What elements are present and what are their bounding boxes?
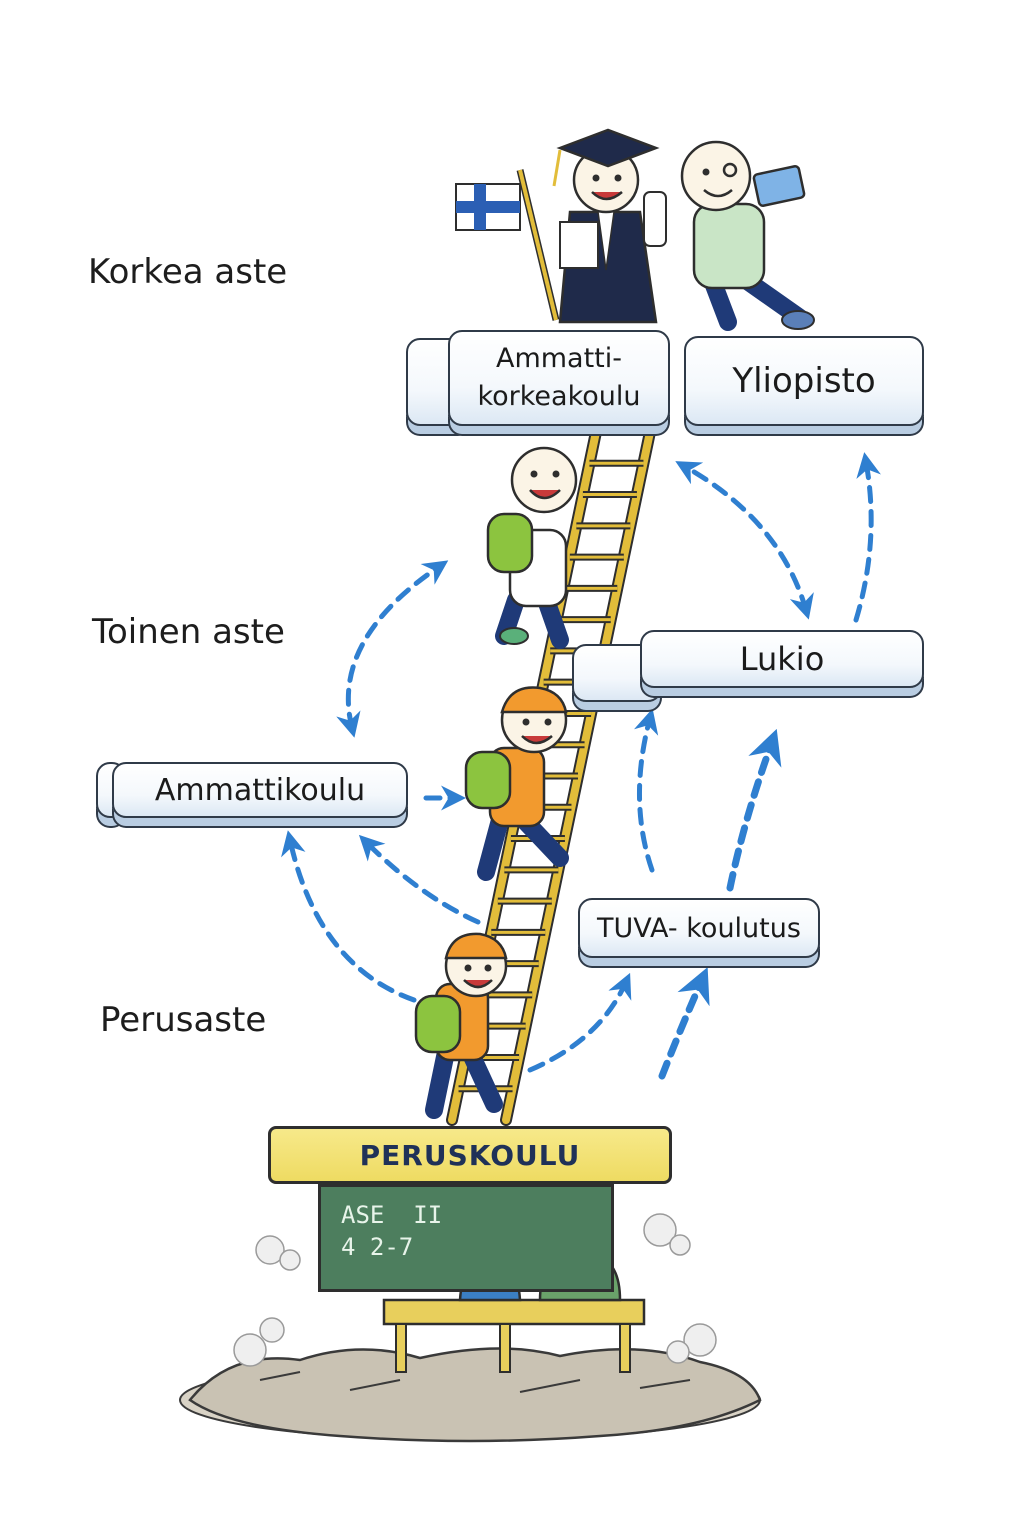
university-label: Yliopisto: [732, 361, 876, 401]
arrow-vocational-to-higher: [336, 560, 449, 738]
dust-clouds: [233, 1213, 717, 1367]
student-walking-figure: [680, 140, 815, 331]
chalkboard: ASE II 4 2-7: [318, 1184, 614, 1292]
amk-box: Ammatti- korkeakoulu: [448, 330, 670, 426]
level-label-secondary: Toinen aste: [92, 612, 285, 652]
student-climber-middle: [464, 686, 569, 881]
vocational-box: Ammattikoulu: [112, 762, 408, 818]
chalkboard-text: ASE II 4 2-7: [341, 1201, 443, 1261]
path-arrows: [281, 452, 881, 1080]
finland-flag-icon: [455, 183, 521, 231]
amk-label-line1: Ammatti-: [495, 343, 623, 374]
upper-secondary-label: Lukio: [739, 640, 825, 678]
student-climber-top: [486, 446, 578, 649]
arrow-tuva-to-lukio-1: [634, 708, 659, 873]
arrow-basic-to-lukio: [658, 967, 710, 1080]
arrow-lukio-to-amk: [675, 461, 814, 620]
amk-label-line2: korkeakoulu: [477, 381, 641, 412]
arrow-basic-to-tuva: [527, 972, 632, 1073]
vocational-label: Ammattikoulu: [154, 772, 366, 808]
tuva-box: TUVA- koulutus: [578, 898, 820, 958]
level-label-higher: Korkea aste: [88, 252, 288, 292]
graduate-figure: [455, 128, 667, 324]
university-box: Yliopisto: [684, 336, 924, 426]
arrow-lukio-to-university: [853, 452, 881, 623]
arrow-tuva-to-vocational: [358, 834, 481, 925]
student-climber-bottom: [414, 932, 508, 1119]
upper-secondary-box: Lukio: [640, 630, 924, 688]
tuva-label: TUVA- koulutus: [597, 912, 801, 944]
level-label-basic: Perusaste: [100, 1000, 267, 1040]
rock-base: [179, 1347, 762, 1443]
arrow-tuva-to-lukio-2: [726, 728, 782, 892]
arrow-basic-to-vocational: [281, 830, 417, 1003]
peruskoulu-sign: PERUSKOULU: [268, 1126, 672, 1184]
